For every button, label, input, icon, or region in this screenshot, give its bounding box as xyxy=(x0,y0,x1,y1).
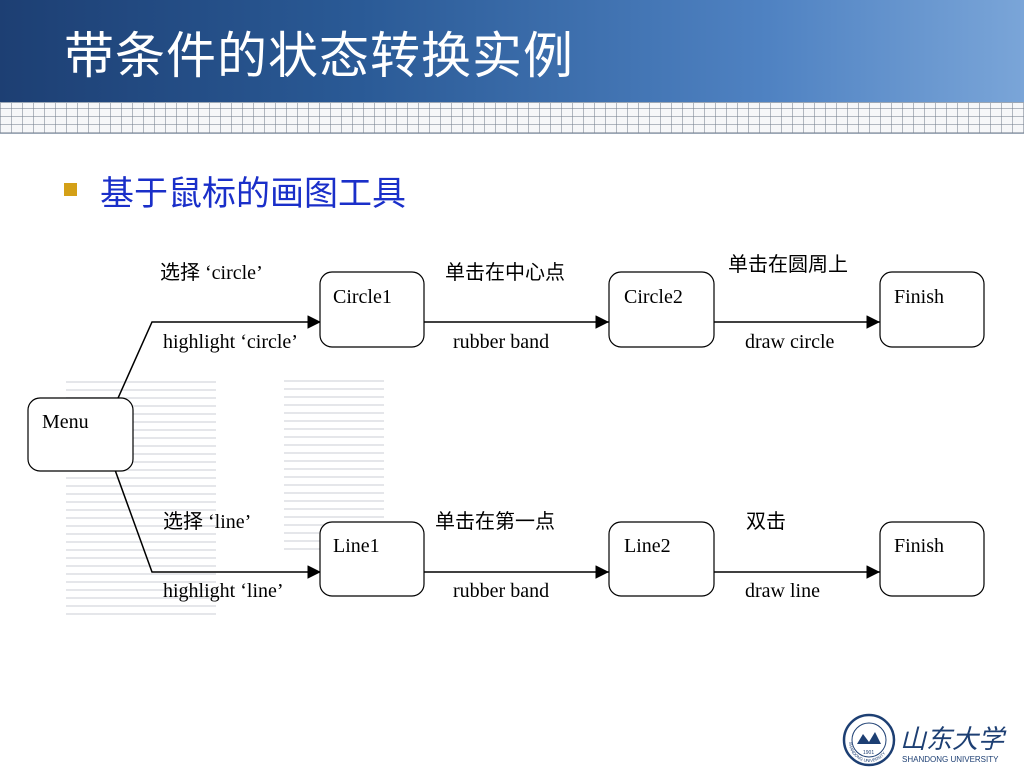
grid-band xyxy=(0,102,1024,134)
node-circle2-label: Circle2 xyxy=(624,286,683,308)
label-double-click: 双击 xyxy=(746,511,786,533)
university-name-english: SHANDONG UNIVERSITY xyxy=(902,755,999,764)
label-draw-line: draw line xyxy=(745,580,820,602)
svg-text:1901: 1901 xyxy=(863,750,874,756)
slide-title: 带条件的状态转换实例 xyxy=(64,27,574,85)
node-circle1-label: Circle1 xyxy=(333,286,392,308)
title-bar: 带条件的状态转换实例 xyxy=(0,0,1024,102)
node-circle1: Circle1 xyxy=(319,271,425,348)
label-rubber-band-top: rubber band xyxy=(453,331,550,353)
label-highlight-line: highlight ‘line’ xyxy=(163,580,284,602)
node-finish-bottom: Finish xyxy=(879,521,985,597)
node-finish-bottom-label: Finish xyxy=(894,535,944,557)
label-click-first-point: 单击在第一点 xyxy=(435,511,555,533)
edge-menu-circle1 xyxy=(101,315,321,435)
label-select-circle: 选择 ‘circle’ xyxy=(160,262,263,284)
node-circle2: Circle2 xyxy=(608,271,715,348)
node-line1-label: Line1 xyxy=(333,535,380,557)
label-highlight-circle: highlight ‘circle’ xyxy=(163,331,298,353)
background-texture-right xyxy=(284,375,384,550)
university-logo: 1901 SHANDONG UNIVERSITY 山东大学 SHANDONG U… xyxy=(842,713,1007,767)
label-select-line: 选择 ‘line’ xyxy=(163,511,252,533)
label-rubber-band-bottom: rubber band xyxy=(453,580,550,602)
label-click-center: 单击在中心点 xyxy=(445,262,565,284)
slide-subtitle: 基于鼠标的画图工具 xyxy=(100,174,406,214)
university-name: 山东大学 xyxy=(900,725,1007,755)
label-click-circumference: 单击在圆周上 xyxy=(728,254,848,276)
node-finish-top-label: Finish xyxy=(894,286,944,308)
node-finish-top: Finish xyxy=(879,271,985,348)
university-seal-icon: 1901 SHANDONG UNIVERSITY xyxy=(842,713,896,767)
node-line2-label: Line2 xyxy=(624,535,671,557)
edge-menu-line1 xyxy=(101,433,321,579)
node-menu-label: Menu xyxy=(42,411,89,433)
node-menu: Menu xyxy=(27,397,134,472)
label-draw-circle: draw circle xyxy=(745,331,835,353)
bullet-square-icon xyxy=(64,183,77,196)
node-line2: Line2 xyxy=(608,521,715,597)
node-line1: Line1 xyxy=(319,521,425,597)
